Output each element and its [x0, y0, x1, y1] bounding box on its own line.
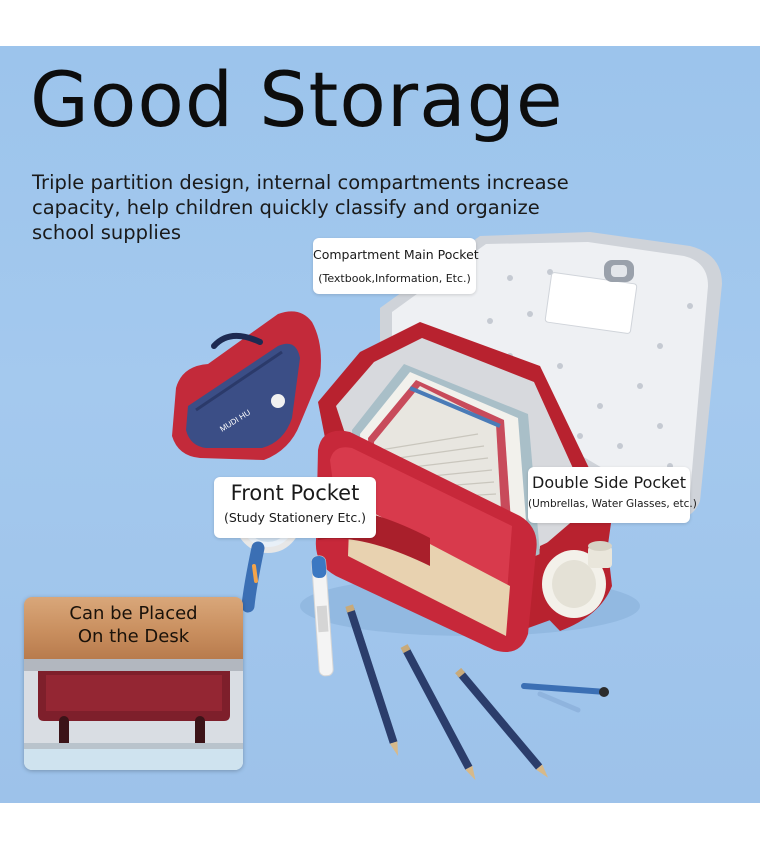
product-photo: MUDI HU	[0, 46, 760, 803]
side-pocket-detail: (Umbrellas, Water Glasses, etc.)	[528, 498, 697, 510]
main-pocket-title: Compartment Main Pocket	[313, 247, 479, 262]
compass	[521, 683, 609, 713]
desk-hook-photo	[24, 659, 243, 770]
water-bottle	[542, 541, 612, 618]
main-pocket-detail: (Textbook,Information, Etc.)	[318, 272, 471, 285]
desk-inset-line1: Can be Placed	[69, 603, 198, 624]
desk-inset-caption: Can be Placed On the Desk	[24, 597, 243, 659]
marker-pen	[311, 555, 334, 677]
desk-inset: Can be Placed On the Desk	[24, 597, 243, 770]
school-bag	[315, 232, 722, 652]
front-pocket-title: Front Pocket	[230, 481, 360, 505]
pencil-case: MUDI HU	[172, 311, 321, 460]
side-pocket-title: Double Side Pocket	[532, 473, 686, 492]
main-pocket-callout: Compartment Main Pocket (Textbook,Inform…	[313, 238, 479, 294]
front-pocket-callout: Front Pocket (Study Stationery Etc.)	[214, 477, 376, 538]
subtitle: Triple partition design, internal compar…	[32, 171, 569, 244]
pencils	[345, 604, 549, 781]
desk-inset-line2: On the Desk	[77, 626, 190, 647]
headline: Good Storage	[30, 55, 564, 144]
front-pocket-detail: (Study Stationery Etc.)	[223, 510, 367, 525]
side-pocket-callout: Double Side Pocket (Umbrellas, Water Gla…	[528, 467, 697, 523]
